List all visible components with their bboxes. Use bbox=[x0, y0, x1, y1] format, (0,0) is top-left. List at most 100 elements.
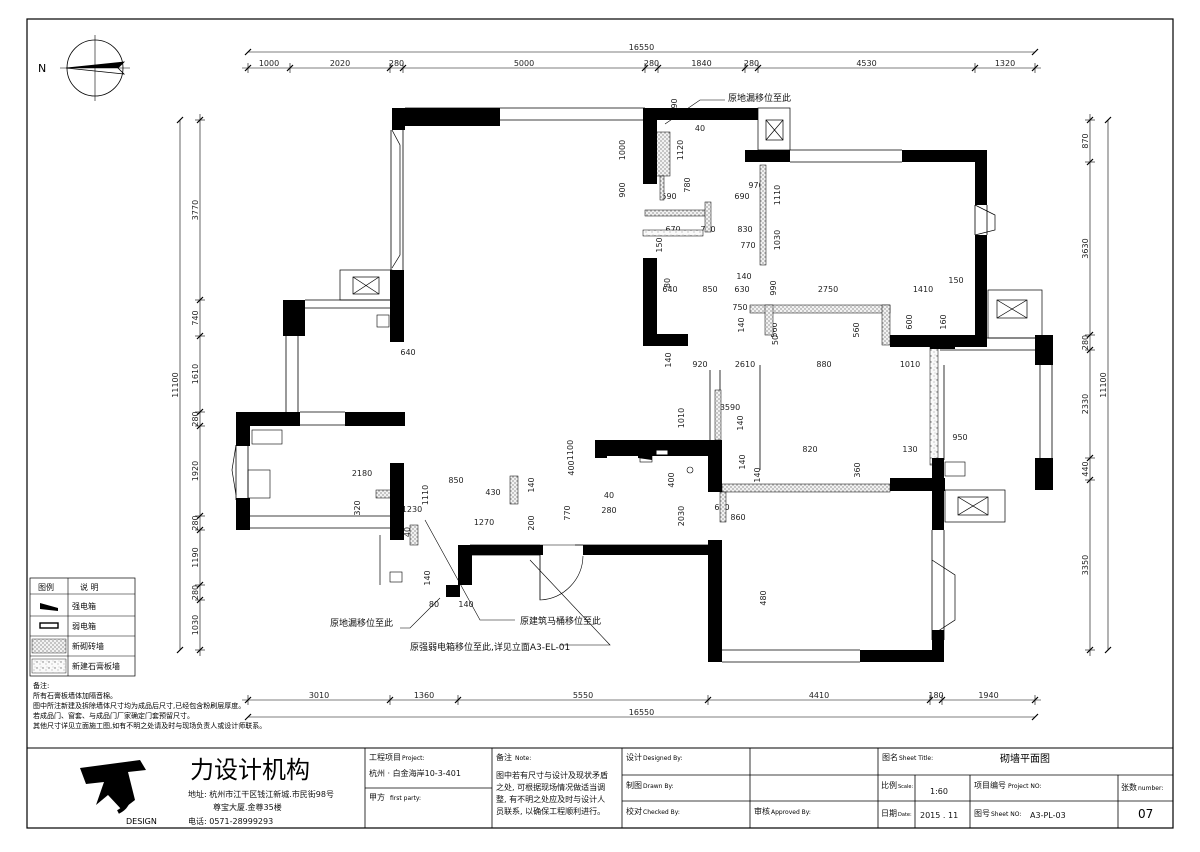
inner-dimension-label: 140 bbox=[736, 272, 751, 281]
wall-outlines bbox=[235, 107, 1053, 663]
wall-segment bbox=[932, 630, 944, 662]
inner-dimension-label: 40 bbox=[403, 527, 412, 537]
compass-north-label: N bbox=[38, 62, 46, 75]
inner-dimension-label: 780 bbox=[683, 177, 692, 192]
dimension-label: 1000 bbox=[259, 59, 279, 68]
wall-segment bbox=[902, 150, 987, 162]
annotation-floor-drain-bottom: 原地漏移位至此 bbox=[330, 617, 393, 629]
wall-segment bbox=[975, 235, 987, 345]
wall-segment bbox=[595, 440, 607, 458]
inner-dimension-label: 1230 bbox=[402, 505, 422, 514]
inner-dimension-label: 1100 bbox=[566, 440, 575, 460]
wall-segment bbox=[405, 108, 500, 126]
dimension-label: 280 bbox=[191, 515, 200, 530]
inner-dimension-label: 1410 bbox=[913, 285, 933, 294]
wall-segment bbox=[236, 498, 250, 530]
dimension-label: 1320 bbox=[995, 59, 1015, 68]
notes-title: 备注: bbox=[33, 681, 49, 690]
project-no-label: 项目编号 bbox=[974, 780, 1006, 790]
inner-dimension-label: 320 bbox=[353, 500, 362, 515]
wall-segment bbox=[643, 108, 758, 120]
count-value: 07 bbox=[1138, 807, 1153, 821]
dimension-lines bbox=[176, 48, 1112, 721]
inner-dimension-label: 850 bbox=[448, 476, 463, 485]
legend: 图例 说 明 强电箱 弱电箱 新砌砖墙 新建石膏板墙 bbox=[29, 577, 136, 677]
dimension-label: 3010 bbox=[309, 691, 329, 700]
notes-line-2: 图中所注新建及拆除墙体尺寸均为成品后尺寸,已经包含粉刷层厚度。 bbox=[33, 701, 245, 710]
date-label: 日期 bbox=[881, 809, 897, 818]
inner-dimension-label: 670 bbox=[665, 225, 680, 234]
company-phone: 电话: 0571-28999293 bbox=[188, 816, 273, 826]
inner-dimension-label: 480 bbox=[759, 590, 768, 605]
legend-item-strong: 强电箱 bbox=[72, 601, 96, 611]
dimension-total-label: 11100 bbox=[171, 372, 180, 397]
gypsum-board-walls bbox=[642, 229, 939, 466]
inner-dimension-label: 1110 bbox=[773, 185, 782, 205]
legend-header-desc: 说 明 bbox=[80, 582, 99, 592]
dimension-total-label: 11100 bbox=[1099, 372, 1108, 397]
dimension-label: 5550 bbox=[573, 691, 593, 700]
inner-dimension-label: 430 bbox=[485, 488, 500, 497]
wall-segment bbox=[392, 126, 405, 130]
inner-dimension-label: 850 bbox=[702, 285, 717, 294]
electric-box-symbols bbox=[638, 449, 669, 460]
inner-dimension-label: 770 bbox=[563, 505, 572, 520]
dimension-total-label: 16550 bbox=[629, 708, 654, 717]
wall-segment bbox=[932, 458, 944, 530]
logo-subtitle: DESIGN bbox=[126, 817, 157, 826]
inner-dimension-label: 950 bbox=[952, 433, 967, 442]
inner-dimension-label: 80 bbox=[663, 278, 672, 288]
wall-segment bbox=[930, 335, 955, 349]
inner-dimension-label: 50 bbox=[771, 335, 780, 345]
inner-dimension-label: 600 bbox=[905, 314, 914, 329]
legend-weak-box-icon bbox=[39, 622, 59, 629]
wall-segment bbox=[1035, 335, 1053, 365]
inner-dimension-label: 860 bbox=[730, 513, 745, 522]
wall-segment bbox=[975, 150, 987, 205]
remark-label-en: Note: bbox=[515, 755, 531, 762]
dimension-label: 280 bbox=[389, 59, 404, 68]
notes-line-4: 其他尺寸详见立面施工图,如有不明之处请及时与现场负责人或设计师联系。 bbox=[33, 721, 266, 730]
annotation-toilet: 原建筑马桶移位至此 bbox=[520, 615, 601, 627]
inner-dimension-label: 3590 bbox=[720, 403, 740, 412]
wall-segment bbox=[708, 540, 722, 662]
inner-dimension-label: 400 bbox=[667, 472, 676, 487]
inner-dimension-label: 640 bbox=[400, 348, 415, 357]
scale-label-en: Scale: bbox=[898, 784, 913, 790]
inner-dimension-label: 590 bbox=[661, 192, 676, 201]
dimension-label: 1920 bbox=[191, 461, 200, 481]
inner-dimension-label: 140 bbox=[423, 570, 432, 585]
remark-label: 备注 bbox=[496, 752, 512, 762]
inner-dimension-label: 200 bbox=[527, 515, 536, 530]
count-label: 张数 bbox=[1121, 782, 1137, 792]
strong-electric-box-icon bbox=[638, 452, 652, 460]
date-value: 2015 . 11 bbox=[920, 811, 958, 820]
inner-dimension-label: 140 bbox=[527, 477, 536, 492]
dimension-label: 180 bbox=[928, 691, 943, 700]
dimension-label: 280 bbox=[644, 59, 659, 68]
inner-dimension-label: 900 bbox=[618, 182, 627, 197]
dimension-total-label: 16550 bbox=[629, 43, 654, 52]
approve-label-en: Approved By: bbox=[771, 809, 811, 816]
dimension-label: 3630 bbox=[1081, 238, 1090, 258]
title-block bbox=[364, 748, 1173, 828]
notes-line-3: 若成品门、窗套、与成品门厂家确定门套预留尺寸。 bbox=[33, 711, 194, 720]
design-label: 设计 bbox=[626, 752, 642, 762]
wall-segment bbox=[745, 150, 790, 162]
dimension-label: 440 bbox=[1081, 461, 1090, 476]
notes-line-1: 所有石膏板墙体加隔音棉。 bbox=[33, 691, 117, 700]
project-label: 工程项目 bbox=[369, 753, 401, 762]
sheet-title-label: 图名 bbox=[882, 752, 898, 762]
check-label-en: Checked By: bbox=[643, 809, 680, 816]
inner-dimension-label: 2610 bbox=[735, 360, 755, 369]
legend-strong-box-icon bbox=[40, 603, 58, 611]
sheet-title: 砌墙平面图 bbox=[1000, 752, 1050, 765]
dimension-label: 280 bbox=[744, 59, 759, 68]
wall-segment bbox=[583, 545, 720, 555]
inner-dimension-label: 150 bbox=[655, 237, 664, 252]
dimension-label: 280 bbox=[1081, 335, 1090, 350]
legend-item-gypsum: 新建石膏板墙 bbox=[72, 661, 120, 671]
date-label-en: Date: bbox=[898, 812, 912, 818]
